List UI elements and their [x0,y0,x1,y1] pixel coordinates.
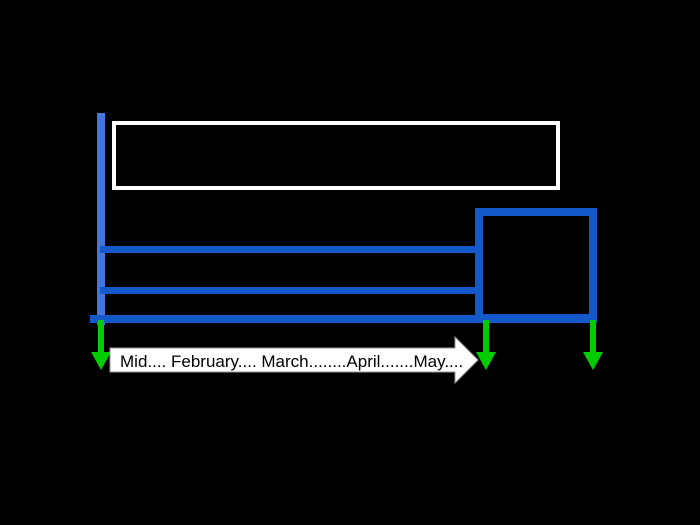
right-arrow-shape [109,335,479,385]
horizontal-bar-1 [100,246,477,253]
down-arrow-icon-start [91,320,111,370]
down-arrow-icon-end [583,320,603,370]
down-arrow-shape [91,320,111,370]
down-arrow-shape [583,320,603,370]
horizontal-bar-2 [100,287,477,294]
highlight-box [112,121,560,190]
timeline-months-label: Mid.... February.... March........April.… [120,352,464,371]
baseline-bar [90,315,597,323]
milestone-box [475,208,597,322]
down-arrow-icon-mid [476,320,496,370]
vertical-axis-line [97,113,105,325]
timeline-right-arrow [109,335,479,385]
down-arrow-shape [476,320,496,370]
